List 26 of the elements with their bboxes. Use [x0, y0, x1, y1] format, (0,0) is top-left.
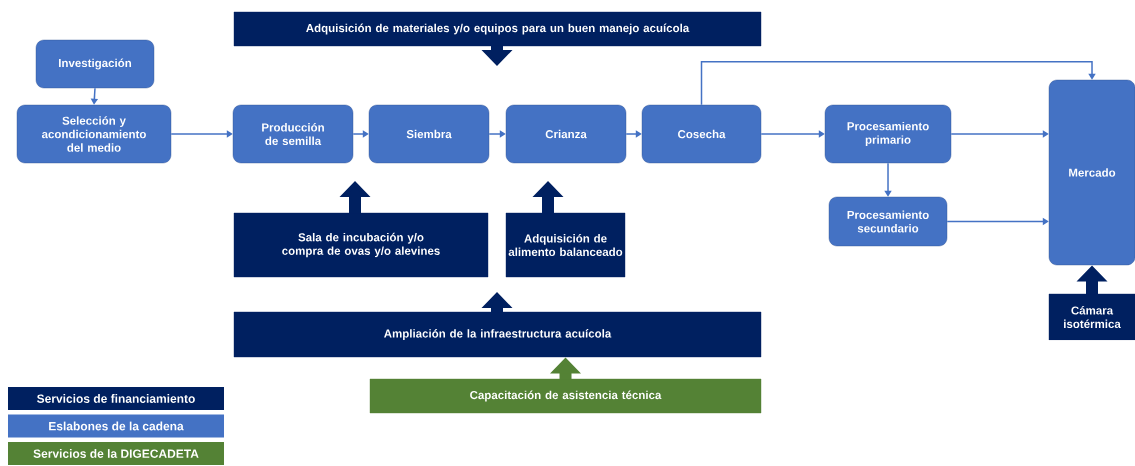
service-box: Sala de incubación y/o compra de ovas y/o alevines: [233, 212, 489, 278]
arrow: [950, 130, 1049, 138]
arrow: [170, 130, 233, 138]
chain-box: Siembra: [368, 104, 490, 164]
chain-box: Procesamiento primario: [824, 104, 952, 164]
arrow: [700, 61, 1096, 106]
arrow: [488, 130, 506, 138]
arrow: [352, 130, 369, 138]
service-box: Cámara isotérmica: [1048, 293, 1135, 341]
chain-box: Producción de semilla: [232, 104, 354, 164]
legend-item: Servicios de la DIGECADETA: [8, 442, 224, 465]
service-box: Capacitación de asistencia técnica: [369, 378, 762, 414]
chain-box: Cosecha: [641, 104, 762, 164]
service-box: Adquisición de materiales y/o equipos para un buen manejo acuícola: [233, 11, 762, 47]
legend-item: Eslabones de la cadena: [8, 414, 224, 438]
service-box: Adquisición de alimento balanceado: [505, 212, 626, 278]
chain-box: Selección y acondicionamiento del medio: [16, 104, 172, 164]
arrow: [760, 130, 825, 138]
chain-box: Crianza: [505, 104, 627, 164]
arrow: [884, 162, 892, 197]
chain-box: Investigación: [35, 39, 155, 89]
legend-item: Servicios de financiamiento: [8, 387, 224, 410]
arrow: [625, 130, 642, 138]
service-box: Ampliación de la infraestructura acuícola: [233, 311, 762, 358]
chain-box: Mercado: [1048, 79, 1135, 266]
chain-box: Procesamiento secundario: [828, 196, 948, 247]
